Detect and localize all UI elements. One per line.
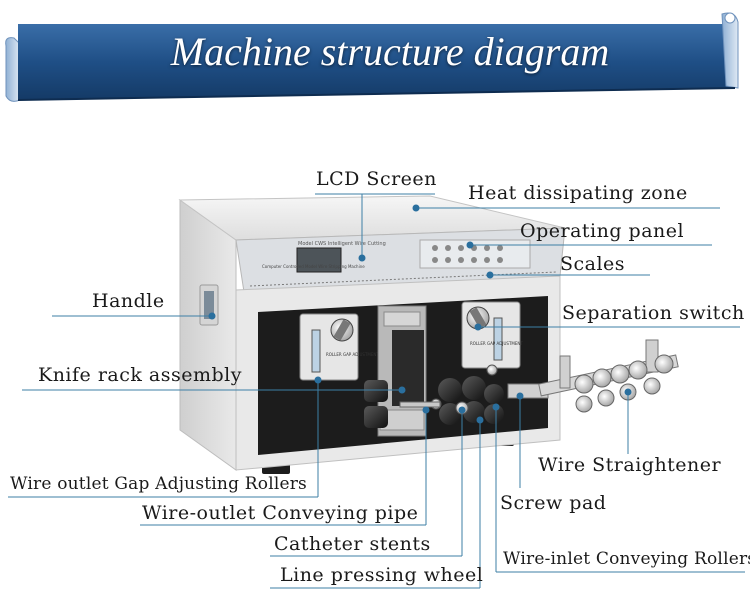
casing-left-side: [179, 199, 237, 471]
knife-rack-assembly: [377, 305, 427, 437]
svg-text:ROLLER GAP ADJUSTMENT: ROLLER GAP ADJUSTMENT: [470, 341, 523, 346]
svg-text:ROLLER GAP ADJUSTMENT: ROLLER GAP ADJUSTMENT: [326, 352, 379, 357]
outlet-rollers: [364, 380, 388, 428]
label-wire-outlet-conveying-pipe: Wire-outlet Conveying pipe: [142, 502, 419, 524]
wire-straightener: [538, 339, 679, 413]
handle: [204, 291, 214, 319]
label-scales: Scales: [560, 253, 626, 275]
panel-subtitle-text: Computer Controlled Model Wire Stripping…: [262, 264, 365, 269]
label-line-pressing-wheel: Line pressing wheel: [280, 564, 484, 586]
panel-header-text: Model CWS Intelligent Wire Cutting: [298, 241, 386, 247]
center-rollers: [430, 364, 504, 425]
lcd-screen: [296, 247, 342, 273]
label-heat-dissipating-zone: Heat dissipating zone: [468, 182, 688, 204]
left-adjustment-plate: ROLLER GAP ADJUSTMENT: [299, 313, 379, 381]
banner-scroll-shape: [5, 12, 739, 102]
label-operating-panel: Operating panel: [520, 220, 685, 242]
label-knife-rack-assembly: Knife rack assembly: [38, 364, 242, 386]
label-handle: Handle: [92, 290, 165, 312]
label-catheter-stents: Catheter stents: [274, 533, 431, 555]
label-wire-inlet-conveying-rollers: Wire-inlet Conveying Rollers: [503, 549, 750, 569]
title-banner: Machine structure diagram: [0, 0, 750, 110]
label-lcd-screen: LCD Screen: [316, 168, 437, 190]
conveying-pipe: [399, 401, 441, 408]
label-screw-pad: Screw pad: [500, 492, 607, 514]
scale-ruler: [249, 271, 557, 287]
label-wire-straightener: Wire Straightener: [538, 454, 722, 476]
label-wire-outlet-gap-adjusting-rollers: Wire outlet Gap Adjusting Rollers: [10, 474, 307, 494]
label-separation-switch: Separation switch: [562, 302, 745, 324]
right-adjustment-plate: ROLLER GAP ADJUSTMENT: [461, 301, 523, 369]
diagram-title: Machine structure diagram: [170, 29, 610, 74]
keypad: [419, 239, 531, 269]
